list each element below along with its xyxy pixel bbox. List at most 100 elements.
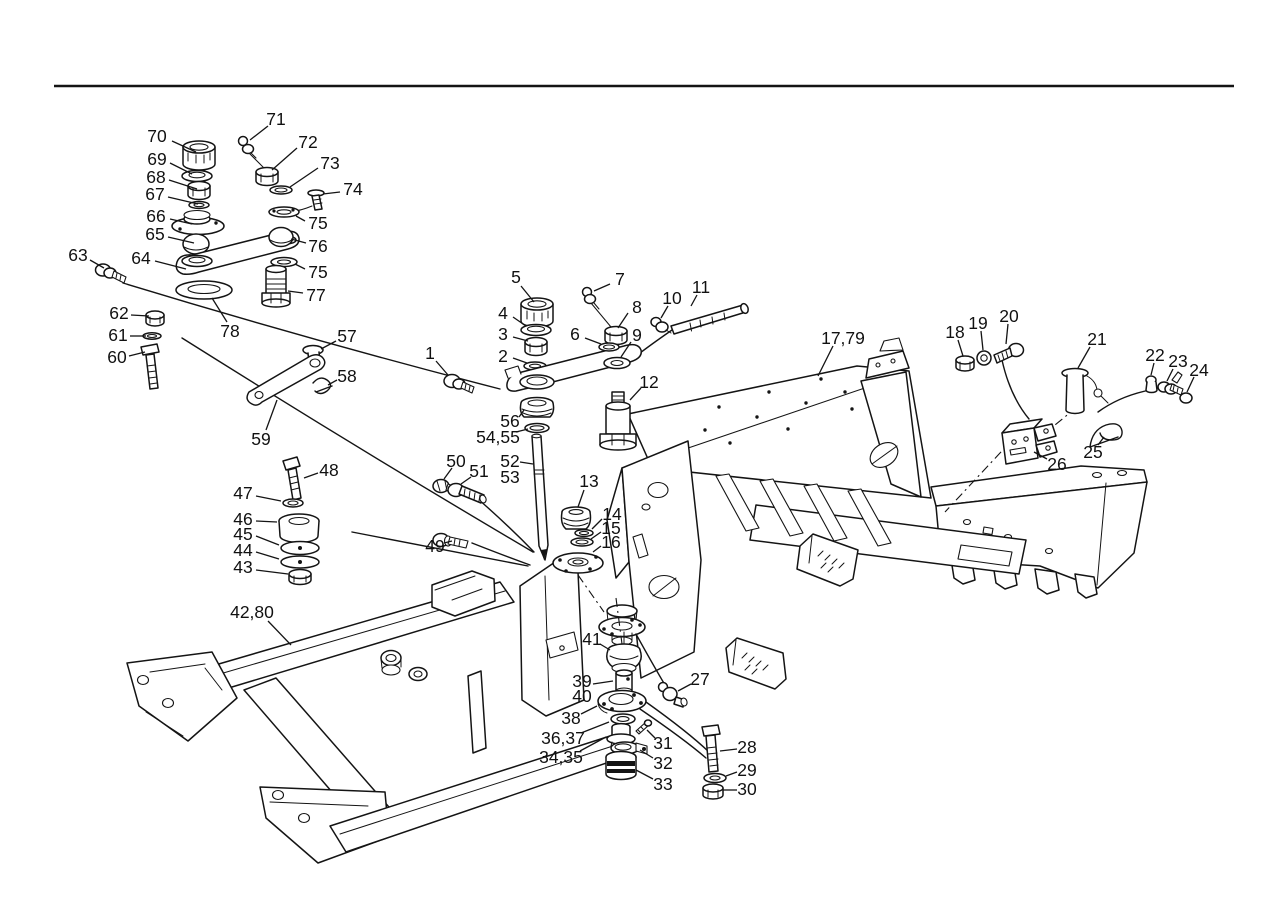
callout-42,80: 42,80 bbox=[230, 602, 274, 622]
callout-50: 50 bbox=[446, 451, 466, 471]
leader-line-31 bbox=[646, 729, 656, 739]
leader-line-70 bbox=[171, 140, 197, 153]
leader-line-73 bbox=[289, 167, 319, 188]
callout-13: 13 bbox=[579, 471, 598, 491]
anchor-bracket-26 bbox=[1001, 427, 1039, 465]
leader-line-20 bbox=[1005, 323, 1009, 345]
callout-70: 70 bbox=[147, 126, 167, 146]
callout-64: 64 bbox=[131, 248, 151, 268]
callout-77: 77 bbox=[306, 285, 325, 305]
leader-line-9 bbox=[620, 341, 632, 358]
leader-line-4 bbox=[512, 316, 527, 327]
leader-line-67 bbox=[167, 196, 199, 205]
link-arm-59 bbox=[246, 354, 326, 406]
leader-line-26 bbox=[1033, 451, 1048, 460]
leader-line-5 bbox=[520, 285, 535, 303]
callout-43: 43 bbox=[233, 557, 252, 577]
callout-51: 51 bbox=[469, 461, 488, 481]
callout-72: 72 bbox=[298, 132, 317, 152]
callout-2: 2 bbox=[498, 346, 508, 366]
leader-line-18 bbox=[957, 339, 964, 357]
callout-30: 30 bbox=[737, 779, 757, 799]
callout-19: 19 bbox=[968, 313, 987, 333]
callout-3: 3 bbox=[498, 324, 508, 344]
leader-line-75 bbox=[295, 215, 306, 222]
leader-line-13 bbox=[577, 489, 585, 508]
tie-rod-11 bbox=[670, 304, 747, 335]
leader-line-11 bbox=[690, 294, 698, 307]
leader-line-64 bbox=[154, 260, 187, 270]
leader-line-51 bbox=[460, 476, 472, 485]
leader-line-15 bbox=[590, 531, 602, 540]
callout-45: 45 bbox=[233, 524, 252, 544]
leader-line-69 bbox=[169, 162, 193, 175]
callout-40: 40 bbox=[572, 686, 592, 706]
leader-line-41 bbox=[599, 643, 611, 651]
leader-line-36,37 bbox=[580, 721, 610, 734]
callout-24: 24 bbox=[1189, 360, 1209, 380]
leader-line-17,79 bbox=[817, 345, 834, 377]
leader-line-14 bbox=[591, 518, 603, 530]
callout-5: 5 bbox=[511, 267, 521, 287]
callout-6: 6 bbox=[570, 324, 580, 344]
callout-59: 59 bbox=[251, 429, 270, 449]
callout-39: 39 bbox=[572, 671, 591, 691]
callout-layer: 7069686766656463626160717273747576757778… bbox=[68, 109, 1209, 799]
stamped-wing-plate-right bbox=[796, 533, 859, 587]
callout-26: 26 bbox=[1047, 454, 1066, 474]
leader-line-24 bbox=[1186, 376, 1195, 393]
callout-66: 66 bbox=[146, 206, 165, 226]
right-fasteners bbox=[955, 342, 1193, 465]
callout-25: 25 bbox=[1083, 442, 1102, 462]
bottom-mount-stack bbox=[597, 631, 727, 800]
callout-33: 33 bbox=[653, 774, 672, 794]
callout-29: 29 bbox=[737, 760, 756, 780]
bushing-stack-left bbox=[278, 456, 320, 586]
leader-line-76 bbox=[290, 238, 307, 244]
leader-line-33 bbox=[635, 769, 654, 780]
leader-line-44 bbox=[255, 551, 280, 560]
callout-69: 69 bbox=[147, 149, 166, 169]
callout-54,55: 54,55 bbox=[476, 427, 520, 447]
callout-7: 7 bbox=[615, 269, 625, 289]
callout-57: 57 bbox=[337, 326, 356, 346]
drag-link-stack bbox=[94, 135, 333, 406]
leader-line-32 bbox=[639, 749, 654, 759]
leader-line-42,80 bbox=[267, 620, 292, 646]
callout-1: 1 bbox=[425, 343, 435, 363]
callout-46: 46 bbox=[233, 509, 252, 529]
callout-68: 68 bbox=[146, 167, 165, 187]
leader-line-25 bbox=[1097, 436, 1105, 446]
callout-27: 27 bbox=[690, 669, 709, 689]
callout-65: 65 bbox=[145, 224, 164, 244]
callout-21: 21 bbox=[1087, 329, 1106, 349]
leader-line-77 bbox=[287, 290, 304, 294]
callout-11: 11 bbox=[692, 277, 710, 297]
leader-line-29 bbox=[725, 771, 738, 777]
callout-32: 32 bbox=[653, 753, 672, 773]
leader-line-57 bbox=[320, 340, 337, 350]
leader-line-75 bbox=[294, 263, 306, 270]
callout-67: 67 bbox=[145, 184, 164, 204]
callout-41: 41 bbox=[582, 629, 601, 649]
leader-line-2 bbox=[512, 357, 528, 364]
leader-line-58 bbox=[327, 379, 338, 386]
callout-78: 78 bbox=[220, 321, 239, 341]
leader-line-49 bbox=[443, 540, 453, 544]
leader-line-6 bbox=[584, 337, 602, 345]
callout-53: 53 bbox=[500, 467, 519, 487]
kingpin-shaft-52 bbox=[531, 435, 549, 561]
assembly-curves bbox=[122, 152, 1151, 759]
callout-75: 75 bbox=[308, 262, 327, 282]
leader-line-12 bbox=[629, 387, 642, 401]
leader-line-3 bbox=[512, 336, 529, 342]
callout-22: 22 bbox=[1145, 345, 1164, 365]
callout-75: 75 bbox=[308, 213, 327, 233]
callout-15: 15 bbox=[601, 518, 620, 538]
callout-47: 47 bbox=[233, 483, 252, 503]
callout-63: 63 bbox=[68, 245, 87, 265]
callout-16: 16 bbox=[601, 532, 620, 552]
leader-line-1 bbox=[435, 360, 449, 376]
callout-74: 74 bbox=[343, 179, 363, 199]
